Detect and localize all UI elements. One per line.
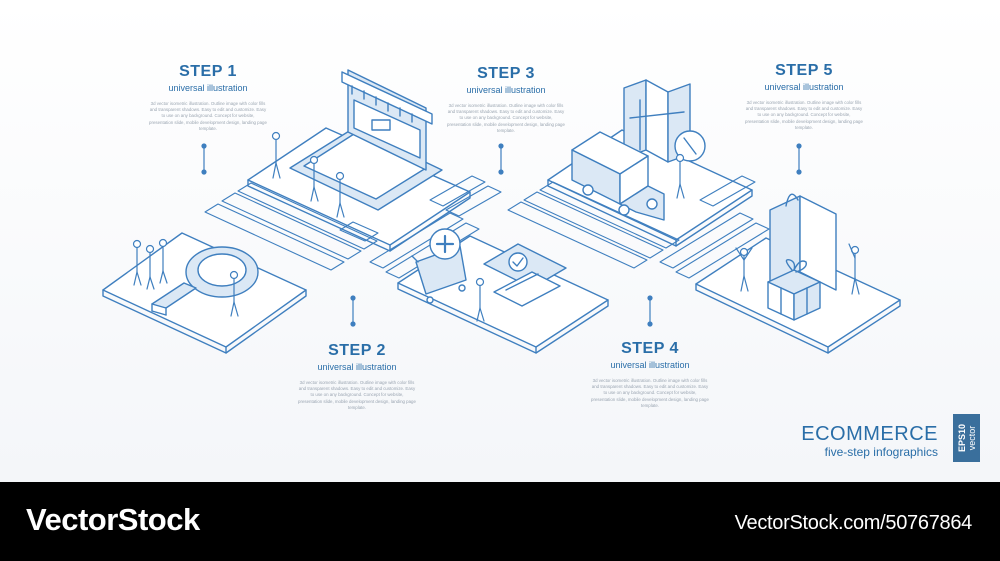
brand-subtitle: five-step infographics [824,445,938,459]
delivery-truck-icon [571,131,665,221]
connector-slabs-d [659,175,770,279]
step-1-block: STEP 1 universal illustration 3d vector … [133,63,283,132]
step-3-block: STEP 3 universal illustration 3d vector … [431,65,581,134]
step-1-description: 3d vector isometric illustration. Outlin… [149,101,267,131]
person-step-4 [675,153,685,199]
step-3-description: 3d vector isometric illustration. Outlin… [447,103,565,133]
step-3-subtitle: universal illustration [466,85,546,95]
connector-slabs-a [204,182,379,271]
eps-badge-line-2: vector [966,425,977,451]
isometric-illustration [102,69,901,354]
vectorstock-logo[interactable]: VectorStock [26,502,200,537]
step-4-title: STEP 4 [621,340,679,357]
image-url[interactable]: VectorStock.com/50767864 [734,512,973,534]
step-pointers [201,143,802,327]
people-group-5 [735,243,860,295]
step-2-subtitle: universal illustration [317,362,397,372]
step-5-subtitle: universal illustration [764,82,844,92]
step-1-subtitle: universal illustration [168,83,248,93]
step-5-description: 3d vector isometric illustration. Outlin… [745,100,863,130]
eps-badge-line-1: EPS10 [956,423,967,453]
infographic-canvas: STEP 1 universal illustration 3d vector … [0,0,1000,482]
step-2-title: STEP 2 [328,342,386,359]
compass-icon [674,130,706,162]
laptop-store-icon [289,69,443,211]
connector-slabs-c [507,181,680,269]
people-group-1 [132,238,239,317]
magnifier-icon [151,246,259,316]
shopping-cart-icon [411,228,467,304]
person-step-3 [475,277,485,322]
step-4-subtitle: universal illustration [610,360,690,370]
step-2-description: 3d vector isometric illustration. Outlin… [298,380,416,410]
brand-title: ECOMMERCE [801,423,938,445]
step-2-block: STEP 2 universal illustration 3d vector … [282,342,432,411]
step-4-block: STEP 4 universal illustration 3d vector … [575,340,725,409]
step-5-block: STEP 5 universal illustration 3d vector … [729,62,879,131]
people-group-2 [271,131,345,218]
step-4-description: 3d vector isometric illustration. Outlin… [591,378,709,408]
step-1-title: STEP 1 [179,63,237,80]
shopping-bag-icon [769,193,837,291]
gift-box-icon [767,259,821,321]
brand-block: ECOMMERCE five-step infographics [801,423,938,459]
payment-phone-icon [483,243,567,307]
step-3-title: STEP 3 [477,65,535,82]
step-5-title: STEP 5 [775,62,833,79]
footer-bar: VectorStock VectorStock.com/50767864 [0,482,1000,561]
